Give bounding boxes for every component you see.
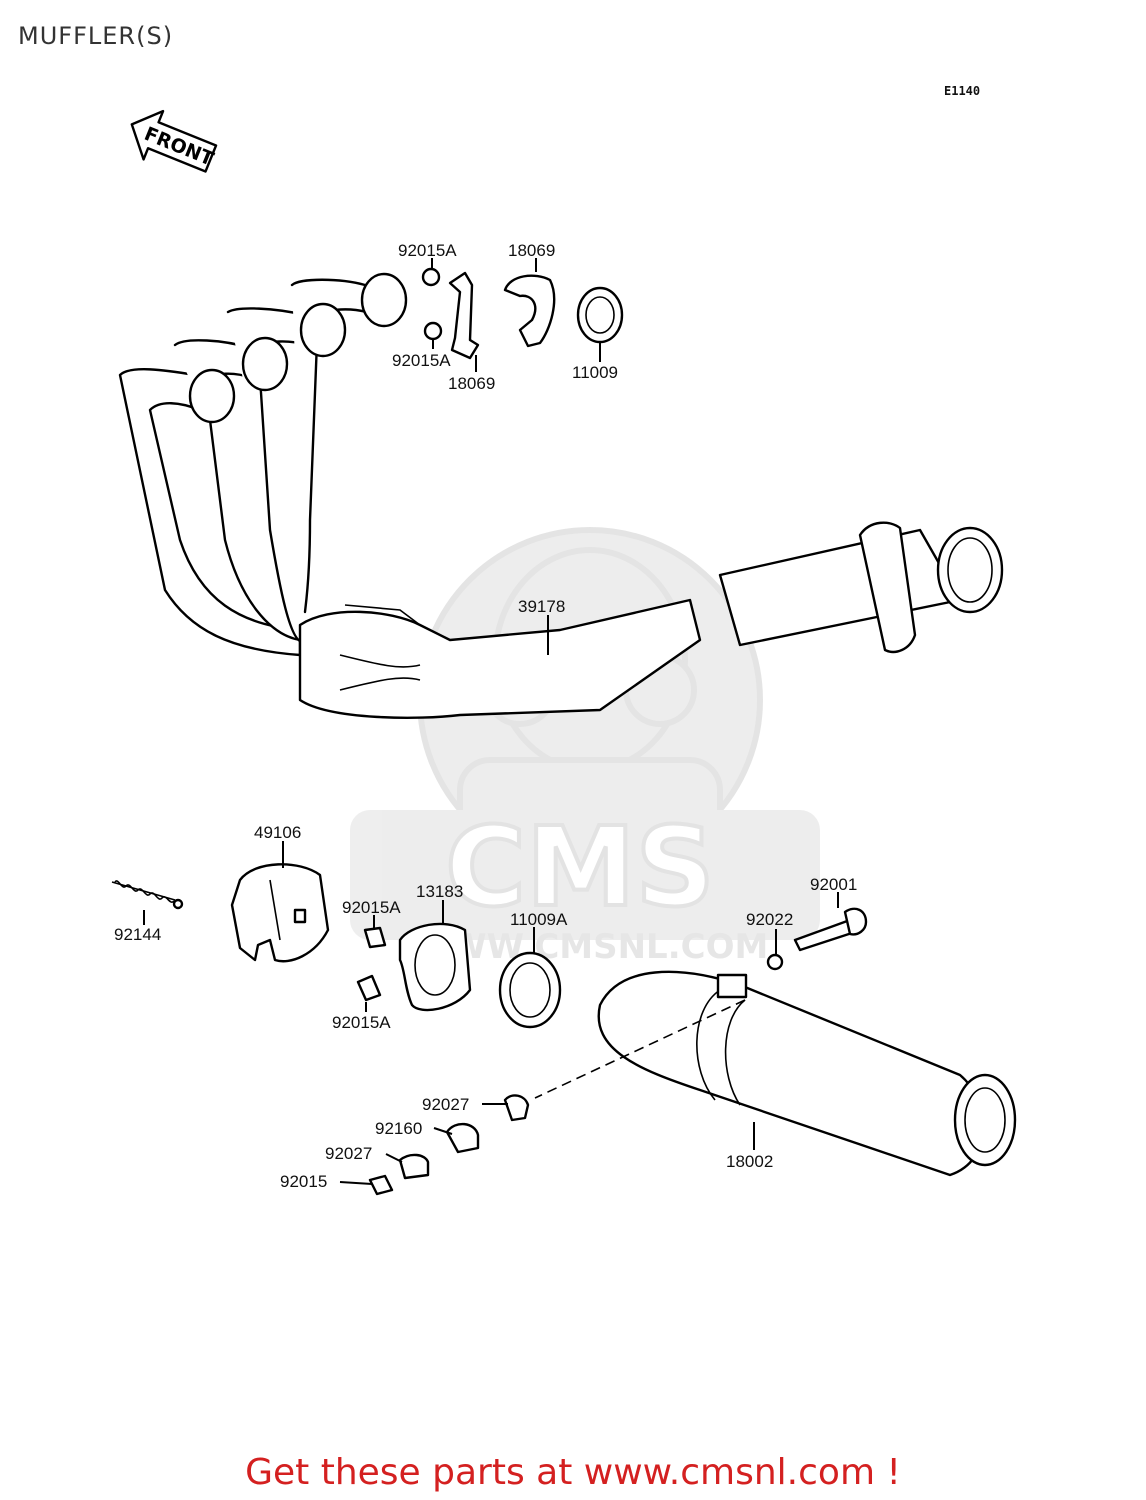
lower-left-parts — [111, 863, 562, 1029]
label-18069-b: 18069 — [448, 374, 495, 393]
exhaust-header-pipes — [118, 272, 1004, 719]
label-92001: 92001 — [810, 875, 857, 894]
collar-nuts-and-flanges — [421, 267, 624, 360]
leader-lines — [143, 258, 839, 1185]
diagram-code: E1140 — [944, 84, 981, 98]
label-11009: 11009 — [572, 363, 618, 382]
label-92015A-mid: 92015A — [392, 351, 451, 370]
label-92144: 92144 — [114, 925, 161, 944]
label-11009A: 11009A — [510, 910, 568, 929]
label-92027-b: 92027 — [325, 1144, 372, 1163]
label-18069-a: 18069 — [508, 241, 555, 260]
label-92027-a: 92027 — [422, 1095, 469, 1114]
label-92015A-l1: 92015A — [342, 898, 401, 917]
label-13183: 13183 — [416, 882, 463, 901]
page-title: MUFFLER(S) — [18, 22, 174, 50]
promo-link[interactable]: Get these parts at www.cmsnl.com ! — [245, 1452, 901, 1493]
label-92022: 92022 — [746, 910, 793, 929]
part-labels: 92015A 18069 92015A 18069 11009 39178 49… — [114, 241, 857, 1191]
label-18002: 18002 — [726, 1152, 773, 1171]
watermark-url: WWW.CMSNL.COM — [412, 927, 769, 967]
label-92160: 92160 — [375, 1119, 422, 1138]
watermark-brand: CMS — [445, 803, 714, 931]
label-92015A-top: 92015A — [398, 241, 457, 260]
label-92015: 92015 — [280, 1172, 327, 1191]
label-39178: 39178 — [518, 597, 565, 616]
label-92015A-l2: 92015A — [332, 1013, 391, 1032]
front-arrow-icon: FRONT — [130, 109, 218, 173]
muffler-silencer — [368, 907, 1017, 1196]
label-49106: 49106 — [254, 823, 301, 842]
